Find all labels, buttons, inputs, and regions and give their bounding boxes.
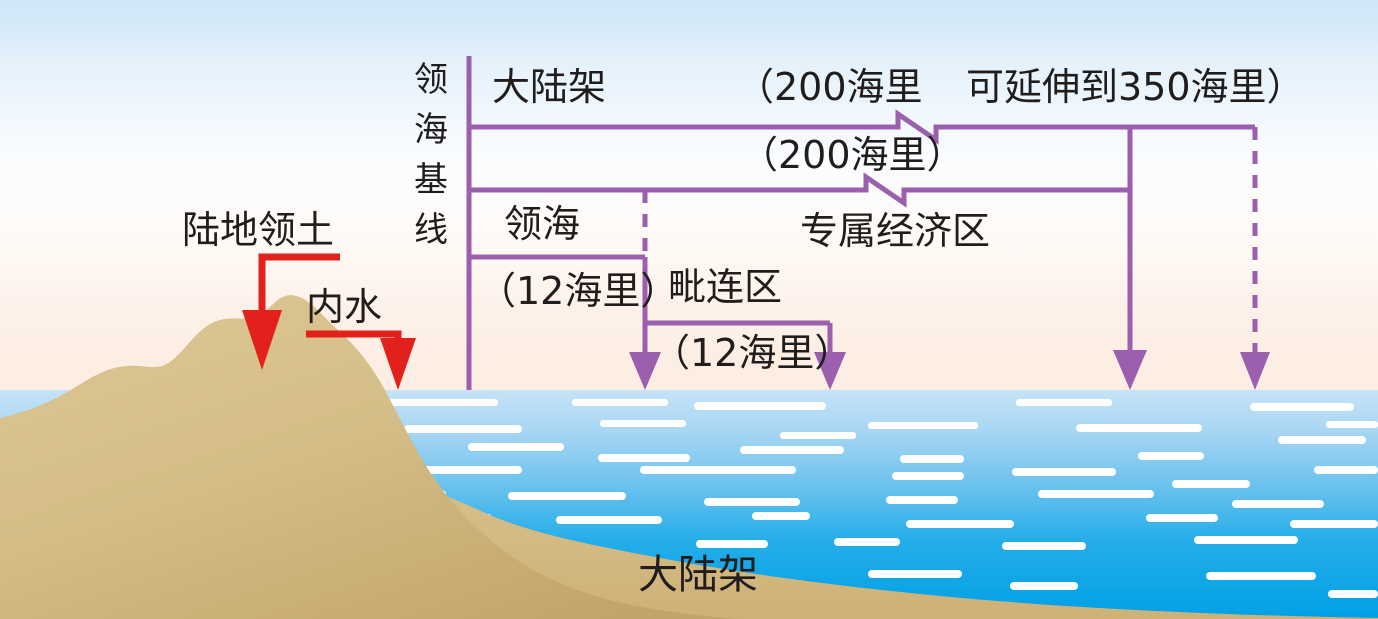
label-200-nautical-miles-eez: （200海里） (740, 133, 965, 177)
label-12-nautical-miles-contiguous: （12海里） (652, 331, 853, 375)
baseline-char-1: 领 (414, 60, 448, 100)
shelf-measure-line (469, 109, 1255, 145)
label-territorial-sea: 领海 (504, 202, 581, 246)
label-12-nautical-miles-territorial: （12海里） (478, 269, 679, 313)
measure-lines (466, 56, 1258, 390)
wave-dashes (388, 399, 1378, 598)
label-exclusive-economic-zone: 专属经济区 (800, 209, 991, 253)
measure-arrowheads (629, 350, 1270, 390)
label-land-territory: 陆地领土 (182, 208, 335, 252)
label-continental-shelf-bottom: 大陆架 (638, 552, 758, 598)
label-extendable-to-350-nautical-miles: 可延伸到350海里） (966, 65, 1305, 109)
baseline-char-2: 海 (414, 109, 448, 150)
eez-measure-line (469, 172, 1130, 208)
label-contiguous-zone: 毗连区 (668, 265, 783, 309)
label-territorial-sea-baseline: 领 海 基 线 (408, 56, 454, 256)
label-internal-waters: 内水 (306, 285, 383, 329)
land-mass (0, 295, 740, 619)
baseline-char-3: 基 (414, 159, 448, 200)
arrowhead-internal-water (380, 338, 416, 390)
arrowhead-territorial (629, 352, 661, 390)
arrowhead-shelf-extend (1240, 352, 1270, 390)
arrowhead-contiguous (814, 352, 846, 390)
label-200-nautical-miles-shelf: （200海里 (736, 65, 923, 109)
arrowhead-land-territory (242, 310, 282, 370)
baseline-char-4: 线 (414, 209, 448, 250)
arrowhead-eez (1113, 350, 1147, 390)
label-continental-shelf-top: 大陆架 (492, 65, 607, 109)
pointer-land-territory (258, 253, 340, 318)
pointer-arrowheads (242, 310, 416, 390)
